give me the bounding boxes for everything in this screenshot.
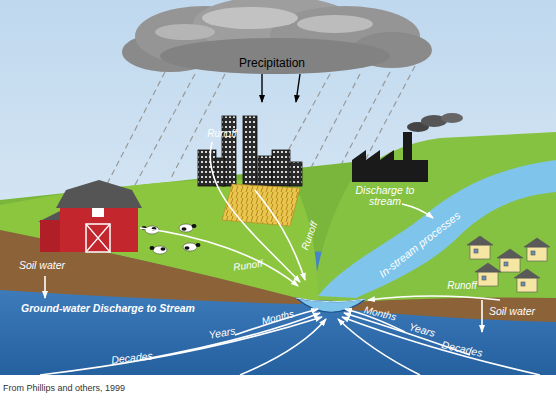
- city-part: [272, 150, 290, 186]
- background-part: [0, 0, 556, 375]
- barn-part: [40, 220, 62, 252]
- cows-part: [183, 243, 197, 251]
- houses-part: [497, 249, 523, 258]
- cows-part: [192, 224, 197, 228]
- houses-part: [531, 251, 535, 255]
- factory: [352, 113, 463, 182]
- illustration-label: Precipitation: [239, 57, 305, 70]
- illustration-label: Runoff: [207, 129, 236, 140]
- houses-part: [475, 263, 501, 272]
- cows-part: [150, 246, 155, 250]
- houses-part: [467, 236, 493, 245]
- illustration-label: Discharge to stream: [354, 185, 416, 207]
- illustration-label: Ground-water Discharge to Stream: [21, 303, 195, 314]
- barn: [38, 180, 142, 252]
- cloud-part: [155, 24, 215, 40]
- cloud: [122, 0, 432, 74]
- precipitation-arrows-part: [261, 74, 262, 102]
- cloud-part: [202, 7, 298, 29]
- factory-part: [352, 150, 428, 182]
- river: [296, 160, 556, 312]
- barn-part: [56, 180, 142, 208]
- flow-arrows-part: [140, 228, 298, 286]
- flow-arrows: [40, 142, 540, 375]
- rain-lines-part: [105, 72, 165, 188]
- city-part: [198, 150, 216, 186]
- houses: [467, 236, 550, 292]
- houses-part: [517, 278, 537, 292]
- cows-part: [161, 247, 166, 251]
- cows-part: [196, 243, 201, 247]
- cloud-part: [160, 38, 390, 74]
- city-part: [243, 116, 257, 186]
- city-part: [290, 162, 302, 186]
- cows-part: [179, 224, 193, 232]
- flow-arrows-part: [44, 276, 46, 298]
- houses-part: [474, 249, 478, 253]
- river-part: [296, 298, 366, 302]
- cloud-part: [297, 15, 373, 33]
- illustration-label: Runoff: [447, 281, 476, 292]
- flow-arrows-part: [140, 313, 320, 360]
- barn-part: [60, 205, 138, 252]
- houses-part: [524, 238, 550, 247]
- land-part: [312, 132, 556, 310]
- flow-arrows-part: [40, 317, 322, 375]
- houses-part: [482, 276, 486, 280]
- illustration-label: Soil water: [489, 306, 535, 317]
- crop-field: [222, 184, 300, 226]
- crop-field-part: [222, 184, 300, 226]
- houses-part: [478, 272, 498, 286]
- flow-arrows-part: [368, 296, 500, 300]
- land: [0, 132, 556, 322]
- houses-part: [500, 258, 520, 272]
- precipitation-arrows-part: [296, 74, 300, 102]
- precipitation-arrows: [262, 74, 300, 102]
- caption: From Phillips and others, 1999: [3, 384, 125, 393]
- flow-arrows-part: [240, 319, 326, 375]
- cows-part: [182, 227, 187, 231]
- flow-arrows-part: [481, 300, 483, 332]
- barn-part: [92, 208, 104, 217]
- flow-arrows-part: [402, 204, 433, 218]
- barn-part: [86, 224, 110, 252]
- houses-part: [514, 269, 540, 278]
- city-part: [258, 156, 272, 186]
- rain-lines-part: [135, 74, 195, 185]
- factory-part: [441, 113, 463, 123]
- cows: [142, 224, 201, 254]
- city-part: [215, 158, 225, 186]
- houses-part: [521, 282, 525, 286]
- houses-part: [504, 262, 508, 266]
- flow-arrows-part: [210, 142, 300, 282]
- river-part: [296, 298, 366, 312]
- factory-part: [403, 132, 412, 164]
- illustration-label: Soil water: [19, 260, 65, 271]
- barn-part: [86, 224, 110, 252]
- cows-part: [185, 246, 190, 250]
- cows-part: [153, 246, 167, 254]
- houses-part: [527, 247, 547, 261]
- houses-part: [470, 245, 490, 259]
